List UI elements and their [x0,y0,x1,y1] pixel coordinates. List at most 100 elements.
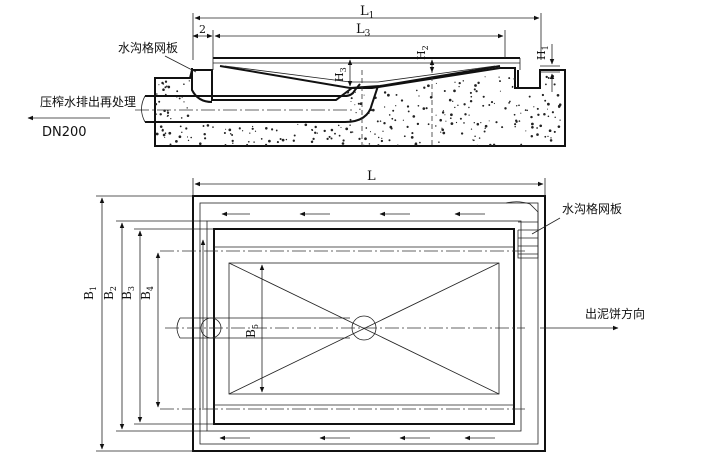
speckle [249,132,251,134]
speckle [524,109,527,111]
dim-h3: H3 [333,67,348,82]
speckle [349,131,353,134]
label-grate-top: 水沟格网板 [118,40,178,55]
speckle [509,100,511,103]
speckle [188,80,190,82]
speckle [231,134,234,136]
grate-plan-symbol [505,201,539,259]
speckle [383,122,386,125]
speckle [551,111,554,114]
speckle [417,104,420,107]
speckle [402,119,404,121]
speckle [422,107,426,110]
speckle [175,140,178,143]
speckle [164,86,167,89]
speckle [474,84,477,87]
speckle [265,143,268,146]
speckle [488,104,491,106]
speckle [304,123,308,127]
speckle [212,126,214,128]
speckle [180,117,183,119]
speckle [448,98,452,102]
speckle [390,127,393,130]
speckle [388,114,391,116]
speckle [330,137,333,140]
speckle [469,91,472,94]
speckle [225,128,227,130]
speckle [166,115,169,117]
speckle [395,105,397,107]
speckle [514,123,517,126]
speckle [377,136,380,139]
speckle [297,123,299,125]
speckle [547,115,550,118]
speckle [190,136,193,139]
speckle [550,137,552,139]
speckle [498,76,500,78]
speckle [462,80,465,82]
speckle [553,83,556,86]
speckle [253,141,255,143]
speckle [179,125,182,128]
speckle [410,136,414,139]
speckle [279,137,282,141]
speckle [450,122,454,125]
speckle [454,81,456,83]
speckle [480,122,482,124]
speckle [423,86,426,89]
speckle [545,75,548,79]
speckle [525,130,527,132]
speckle [183,83,185,85]
speckle [558,106,560,109]
dim-b4: B4 [139,286,155,300]
speckle [155,113,158,115]
speckle [406,125,409,128]
section-view: L1 L3 2 H1 H2 H3 水沟格网板 压榨水排出再处理 DN200 [27,4,566,147]
inner-bed [228,262,500,395]
speckle [187,139,190,142]
speckle [164,80,168,83]
speckle [254,130,257,132]
speckle [168,131,172,135]
speckle [170,118,172,120]
speckle [202,125,205,127]
speckle [156,132,158,135]
leader-grate-top [164,55,197,73]
speckle [544,99,547,102]
left-gutter [191,68,213,103]
speckle [326,137,329,141]
speckle [468,114,470,116]
speckle [495,121,498,124]
speckle [183,101,185,103]
speckle [452,100,454,103]
speckle [441,127,443,129]
dim-h2: H2 [415,45,430,60]
speckle [482,104,485,107]
speckle [463,103,466,106]
speckle [484,76,486,78]
speckle [159,113,162,116]
speckle [176,90,179,93]
dim-two: 2 [199,23,206,36]
speckle [162,88,165,91]
speckle [203,132,206,136]
speckle [158,100,161,103]
speckle [383,106,386,108]
speckle [247,140,250,143]
speckle [536,107,539,110]
speckle [293,134,296,137]
speckle [351,131,354,133]
speckle [382,130,384,132]
speckle [231,139,234,143]
speckle [508,77,511,80]
dim-b5: B5 [244,324,260,338]
speckle [445,120,447,122]
speckle [281,138,285,142]
speckle [156,93,158,95]
speckle [186,107,188,109]
speckle [377,144,380,147]
speckle [376,120,379,123]
speckle [381,137,383,139]
speckle [476,122,480,126]
speckle [474,135,476,137]
